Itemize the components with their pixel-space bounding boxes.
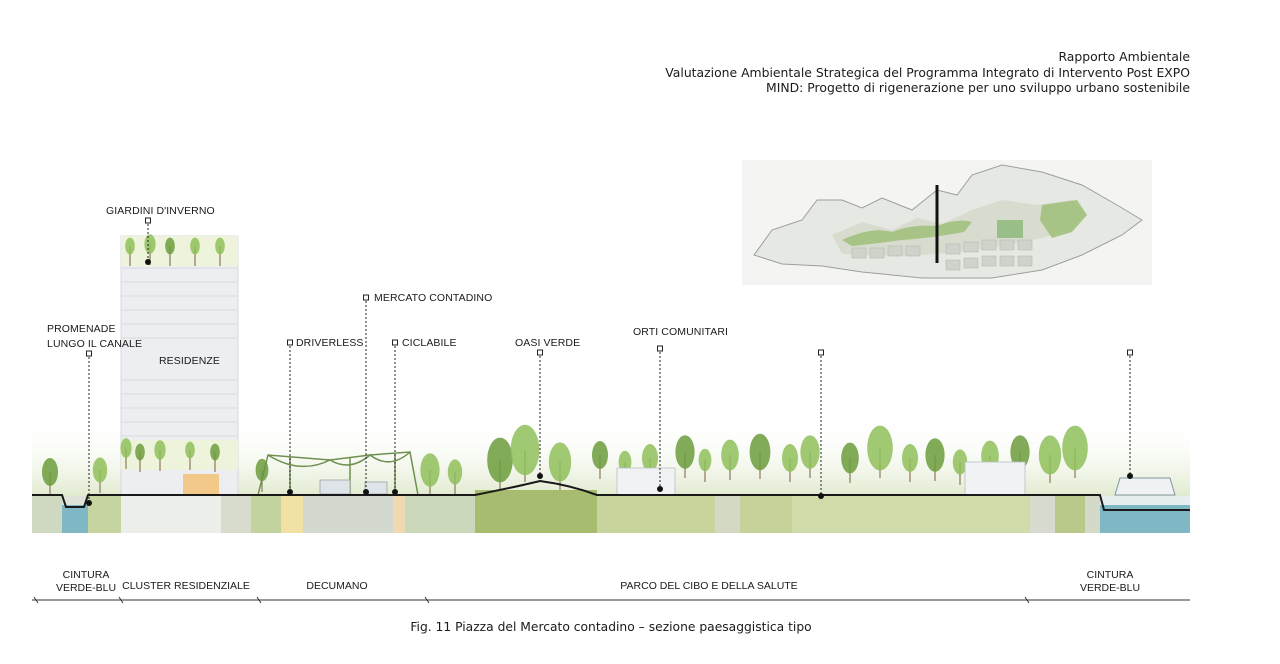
tree-crown bbox=[165, 237, 175, 255]
tree-crown bbox=[125, 237, 135, 255]
tree-row bbox=[42, 234, 1088, 496]
label-giardini-inverno: GIARDINI D'INVERNO bbox=[106, 205, 215, 217]
ground-section bbox=[32, 490, 1190, 533]
label-promenade-line1: PROMENADE bbox=[47, 323, 116, 335]
tree-crown bbox=[1010, 435, 1030, 469]
label-oasi-verde: OASI VERDE bbox=[515, 337, 580, 349]
tree-crown bbox=[782, 444, 798, 472]
label-ciclabile: CICLABILE bbox=[402, 337, 457, 349]
market-canopy bbox=[257, 451, 419, 496]
report-project: MIND: Progetto di rigenerazione per uno … bbox=[766, 80, 1190, 95]
callout-leaders bbox=[88, 224, 1131, 503]
tree-crown bbox=[952, 449, 968, 475]
tree-crown bbox=[749, 433, 771, 471]
tree-crown bbox=[1062, 425, 1088, 471]
tree-crown bbox=[592, 441, 608, 469]
tree-crown bbox=[698, 448, 712, 472]
tree-crown bbox=[215, 237, 225, 255]
report-header: Rapporto Ambientale Valutazione Ambienta… bbox=[665, 49, 1190, 96]
tree-crown bbox=[210, 443, 220, 461]
park-pavilion-2 bbox=[964, 461, 1026, 496]
callout-markers bbox=[86, 217, 1133, 357]
zone-cluster-residenziale: CLUSTER RESIDENZIALE bbox=[122, 580, 250, 592]
tree-crown bbox=[447, 459, 463, 485]
tree-crown bbox=[92, 457, 108, 483]
report-title: Rapporto Ambientale bbox=[1058, 49, 1190, 64]
zone-cintura-left-line1: CINTURA bbox=[63, 569, 110, 581]
site-plan-illustration bbox=[742, 160, 1152, 285]
tree-crown bbox=[185, 441, 195, 459]
tree-crown bbox=[420, 453, 440, 487]
tree-crown bbox=[42, 458, 58, 486]
label-orti-comunitari: ORTI COMUNITARI bbox=[633, 326, 728, 338]
tree-crown bbox=[800, 435, 820, 469]
zone-decumano: DECUMANO bbox=[306, 580, 367, 592]
ground-line bbox=[32, 479, 1190, 511]
tree-crown bbox=[135, 443, 145, 461]
tree-crown bbox=[642, 444, 658, 472]
tree-crown bbox=[841, 442, 859, 474]
tree-crown bbox=[721, 439, 739, 471]
tree-crown bbox=[154, 440, 166, 460]
tree-crown bbox=[144, 234, 156, 254]
tree-crown bbox=[902, 444, 918, 472]
zone-cintura-left-line2: VERDE-BLU bbox=[56, 582, 116, 594]
zone-cintura-right-line2: VERDE-BLU bbox=[1080, 582, 1140, 594]
tree-crown bbox=[1038, 435, 1062, 475]
tree-crown bbox=[120, 438, 132, 458]
tree-crown bbox=[867, 425, 893, 471]
label-mercato-contadino: MERCATO CONTADINO bbox=[374, 292, 492, 304]
site-plan-map bbox=[742, 160, 1152, 285]
tree-crown bbox=[925, 438, 945, 472]
report-subtitle: Valutazione Ambientale Strategica del Pr… bbox=[665, 64, 1190, 80]
zone-parco-cibo-salute: PARCO DEL CIBO E DELLA SALUTE bbox=[620, 580, 797, 592]
label-driverless: DRIVERLESS bbox=[296, 337, 364, 349]
canal-pavilion bbox=[1114, 477, 1176, 496]
label-residenze: RESIDENZE bbox=[159, 355, 220, 367]
tree-crown bbox=[618, 450, 632, 474]
tree-crown bbox=[190, 237, 200, 255]
tree-crown bbox=[675, 435, 695, 469]
tree-crown bbox=[510, 424, 540, 476]
callout-points bbox=[86, 259, 1133, 506]
label-promenade-line2: LUNGO IL CANALE bbox=[47, 338, 142, 350]
tree-crown bbox=[487, 437, 513, 483]
tree-crown bbox=[548, 442, 572, 482]
zone-dimension-line bbox=[32, 596, 1190, 604]
figure-caption: Fig. 11 Piazza del Mercato contadino – s… bbox=[410, 620, 812, 634]
park-pavilion bbox=[616, 467, 676, 496]
zone-cintura-right-line1: CINTURA bbox=[1087, 569, 1134, 581]
